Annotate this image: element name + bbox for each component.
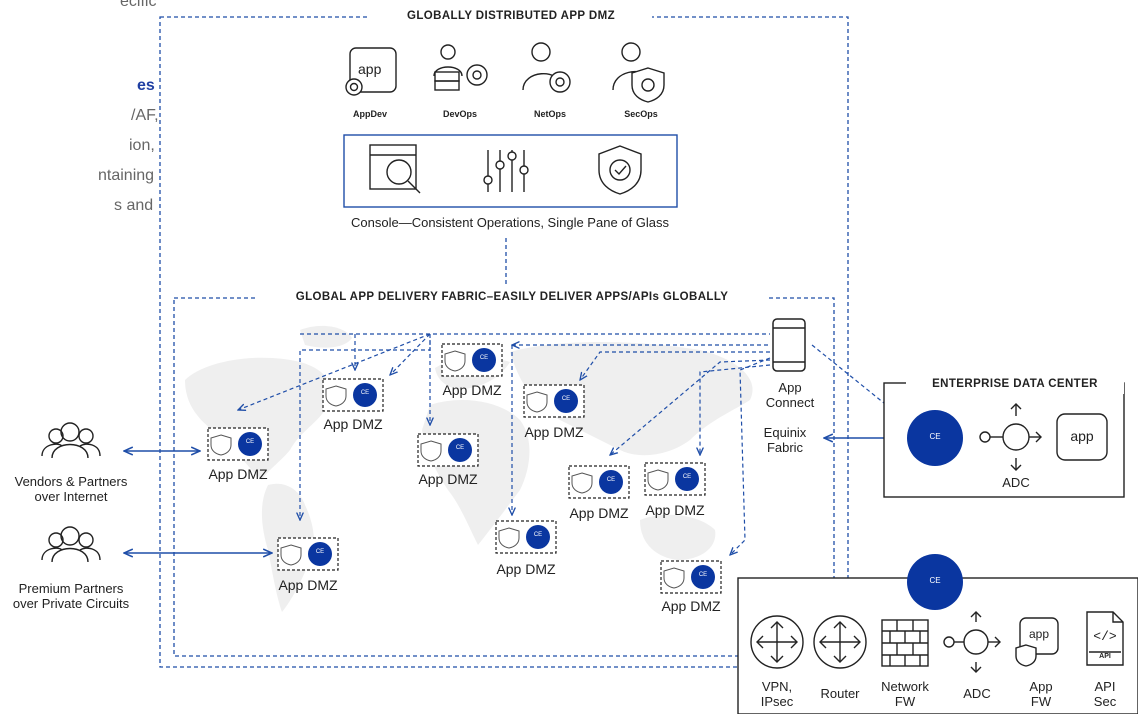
left-text-line1: /AF, xyxy=(131,107,159,124)
adc-service-icon xyxy=(943,611,1001,673)
premium-label: Premium Partners over Private Circuits xyxy=(12,581,130,611)
devops-icon xyxy=(433,44,488,91)
app-dmz-label: App DMZ xyxy=(208,466,268,482)
vendors-label: Vendors & Partners over Internet xyxy=(14,474,128,504)
role-label-devops: DevOps xyxy=(442,109,477,119)
dmz-node xyxy=(277,537,339,571)
router-icon xyxy=(813,615,867,669)
dmz-node xyxy=(495,520,557,554)
enterprise-adc-label: ADC xyxy=(1002,475,1030,490)
dmz-ce-label: CE xyxy=(315,549,325,555)
appdev-app-label: app xyxy=(358,61,382,77)
service-label-adc: ADC xyxy=(963,686,991,701)
shield-check-icon xyxy=(598,145,642,195)
left-text-line4: s and xyxy=(114,197,154,214)
console-box xyxy=(343,134,678,208)
left-text-line2: ion, xyxy=(129,137,155,154)
dmz-ce-label: CE xyxy=(533,532,543,538)
left-text-line0: ecific xyxy=(120,0,157,10)
service-icons: </> xyxy=(750,611,1124,673)
app-fw-app-label: app xyxy=(1028,627,1050,641)
dmz-node xyxy=(523,384,585,418)
dmz-title: GLOBALLY DISTRIBUTED APP DMZ xyxy=(370,6,652,26)
people-icons xyxy=(41,422,101,563)
app-dmz-label: App DMZ xyxy=(442,382,502,398)
services-ce-label: CE xyxy=(929,576,941,585)
dmz-ce-label: CE xyxy=(606,477,616,483)
role-label-secops: SecOps xyxy=(624,109,658,119)
role-icons xyxy=(345,42,665,103)
enterprise-app-label: app xyxy=(1070,428,1094,444)
app-dmz-label: App DMZ xyxy=(524,424,584,440)
api-sec-icon: </> xyxy=(1086,611,1124,666)
dmz-ce-label: CE xyxy=(561,396,571,402)
app-dmz-label: App DMZ xyxy=(278,577,338,593)
service-label-vpn: VPN, IPsec xyxy=(760,679,794,709)
api-doc-label: API xyxy=(1099,653,1111,660)
service-label-router: Router xyxy=(820,686,860,701)
equinix-fabric-label: Equinix Fabric xyxy=(763,425,807,455)
dmz-node xyxy=(207,427,269,461)
secops-icon xyxy=(612,42,665,103)
dmz-ce-label: CE xyxy=(698,572,708,578)
app-dmz-label: App DMZ xyxy=(496,561,556,577)
enterprise-ce-label: CE xyxy=(929,432,941,441)
service-label-network-fw: Network FW xyxy=(881,679,929,709)
enterprise-ce-node xyxy=(907,410,963,466)
console-icons xyxy=(369,144,642,195)
dmz-ce-label: CE xyxy=(455,445,465,451)
app-dmz-label: App DMZ xyxy=(569,505,629,521)
firewall-icon xyxy=(881,619,929,667)
netops-icon xyxy=(522,42,571,93)
enterprise-title: ENTERPRISE DATA CENTER xyxy=(906,374,1124,394)
svg-text:</>: </> xyxy=(1093,629,1117,644)
vendors-people-icon xyxy=(41,422,101,459)
dmz-node xyxy=(417,433,479,467)
app-fw-icon xyxy=(1015,617,1059,667)
left-text-line3: ntaining xyxy=(98,167,155,184)
app-dmz-label: App DMZ xyxy=(645,502,705,518)
role-label-appdev: AppDev xyxy=(352,109,387,119)
dmz-node xyxy=(660,560,722,594)
premium-people-icon xyxy=(41,526,101,563)
enterprise-app-box xyxy=(1056,413,1108,461)
app-dmz-nodes xyxy=(207,343,722,594)
vpn-icon xyxy=(750,615,804,669)
dmz-node xyxy=(322,378,384,412)
appdev-icon xyxy=(345,47,397,96)
dmz-ce-label: CE xyxy=(245,439,255,445)
dmz-ce-label: CE xyxy=(682,474,692,480)
phone-icon xyxy=(772,318,806,372)
console-caption: Console—Consistent Operations, Single Pa… xyxy=(351,215,669,230)
role-label-netops: NetOps xyxy=(533,109,566,119)
dmz-ce-label: CE xyxy=(479,355,489,361)
dmz-node xyxy=(441,343,503,377)
dmz-ce-label: CE xyxy=(360,390,370,396)
app-connect-label: App Connect xyxy=(765,380,815,410)
services-ce-node xyxy=(907,554,963,610)
dmz-node xyxy=(568,465,630,499)
app-dmz-label: App DMZ xyxy=(418,471,478,487)
sliders-icon xyxy=(483,150,529,192)
fabric-title: GLOBAL APP DELIVERY FABRIC–EASILY DELIVE… xyxy=(256,287,768,307)
left-text-heading: es xyxy=(137,77,155,94)
monitor-search-icon xyxy=(369,144,421,194)
service-label-app-fw: App FW xyxy=(1029,679,1053,709)
adc-icon xyxy=(979,403,1042,471)
dmz-node xyxy=(644,462,706,496)
app-dmz-label: App DMZ xyxy=(323,416,383,432)
app-dmz-label: App DMZ xyxy=(661,598,721,614)
service-label-api-sec: API Sec xyxy=(1093,679,1117,709)
